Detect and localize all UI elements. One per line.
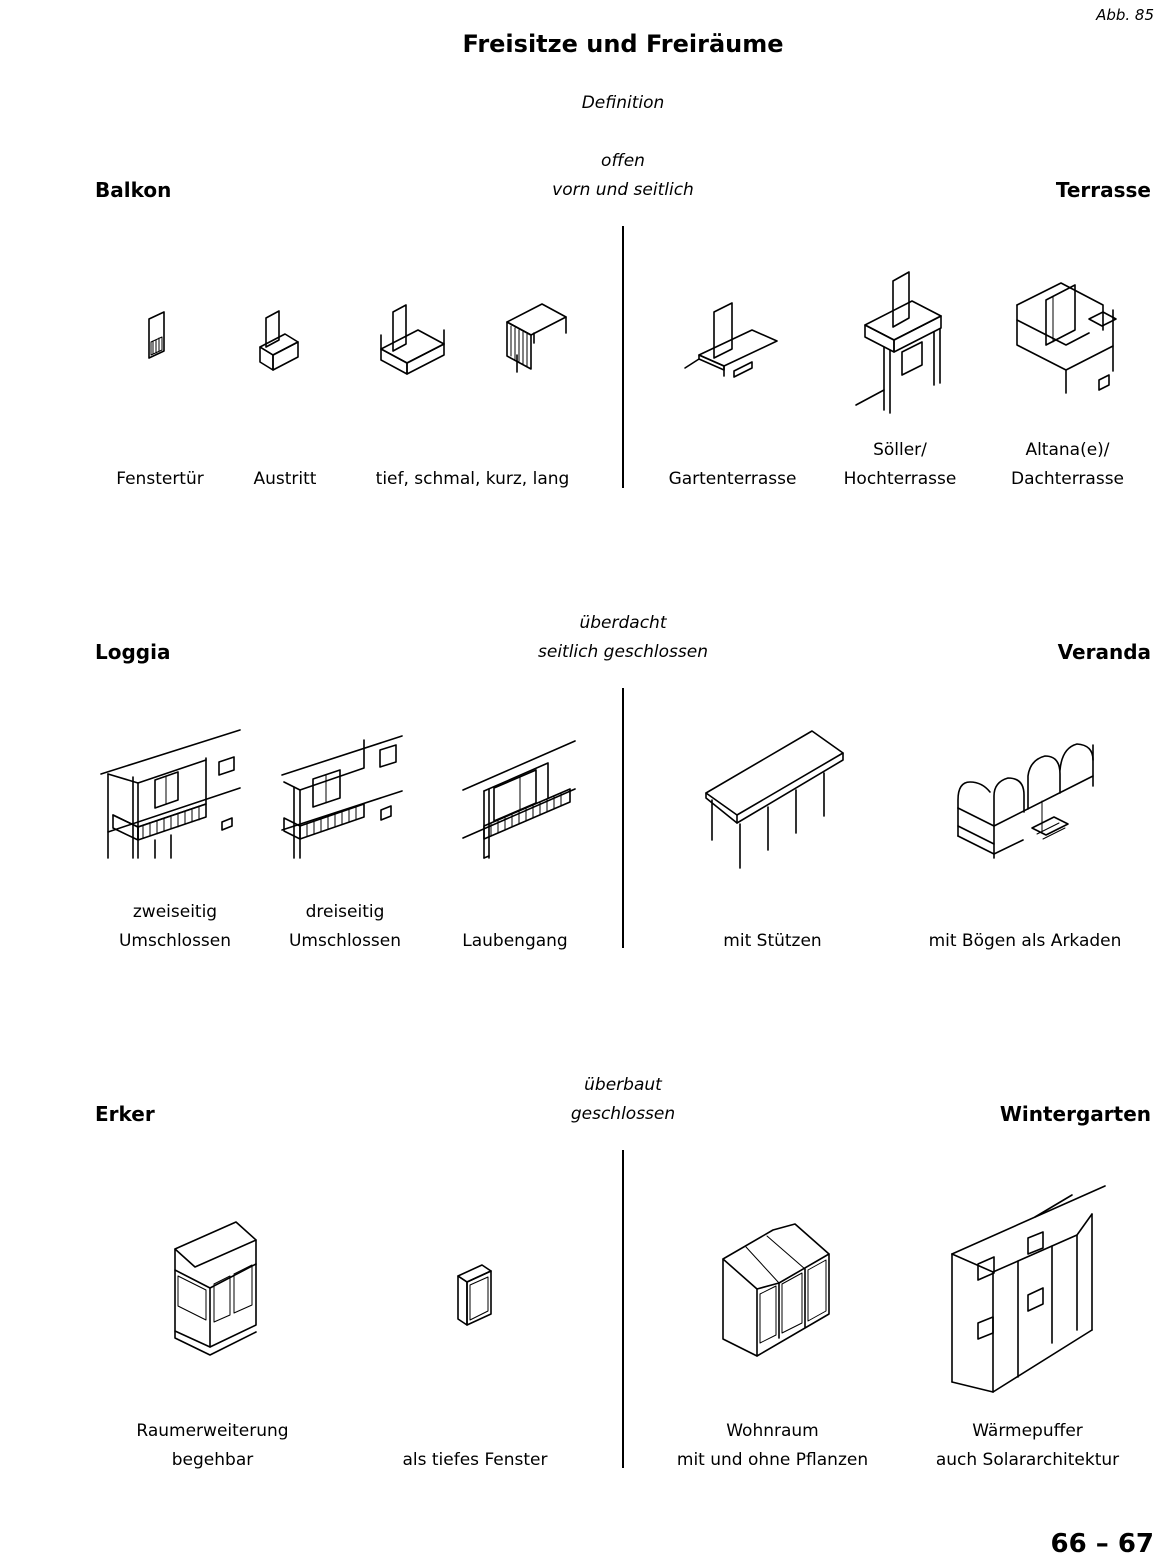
erker-fenster-drawing <box>457 1264 492 1326</box>
caption-gartenterrasse: Gartenterrasse <box>668 469 797 489</box>
figure-number: Abb. 85 <box>1096 6 1154 24</box>
page-title: Freisitze und Freiräume <box>462 30 784 58</box>
austritt-drawing <box>259 310 299 371</box>
balkon-tief-drawing <box>380 304 445 375</box>
balkon-lang-drawing <box>506 303 567 373</box>
term-veranda: Veranda <box>1057 640 1151 664</box>
caption-laubengang: Laubengang <box>462 931 568 951</box>
definition-label: Definition <box>581 93 665 113</box>
veranda-stuetzen-drawing <box>705 730 844 869</box>
term-erker: Erker <box>95 1102 155 1126</box>
term-balkon: Balkon <box>95 178 172 202</box>
section-1-divider <box>622 226 624 488</box>
criterion-line-2: vorn und seitlich <box>552 180 694 200</box>
loggia-dreiseitig-drawing <box>281 735 403 859</box>
caption-fenstertuer: Fenstertür <box>116 469 204 489</box>
criterion-line-1: offen <box>601 151 645 171</box>
section-1-criterion: offen vorn und seitlich <box>0 147 1176 205</box>
term-terrasse: Terrasse <box>1055 178 1151 202</box>
altana-drawing <box>1016 282 1117 394</box>
soeller-drawing <box>855 271 942 414</box>
criterion-line-1: überbaut <box>584 1075 662 1095</box>
gartenterrasse-drawing <box>684 302 778 378</box>
erker-raumerweiterung-drawing <box>174 1221 257 1356</box>
criterion-line-2: seitlich geschlossen <box>538 642 708 662</box>
caption-balkon-sizes: tief, schmal, kurz, lang <box>375 469 570 489</box>
section-2-criterion: überdacht seitlich geschlossen <box>0 609 1176 667</box>
wintergarten-waermepuffer-drawing <box>951 1185 1106 1393</box>
criterion-line-1: überdacht <box>579 613 667 633</box>
laubengang-drawing <box>462 740 576 859</box>
criterion-line-2: geschlossen <box>570 1104 676 1124</box>
page-numbers: 66 – 67 <box>1050 1529 1154 1559</box>
veranda-boegen-drawing <box>957 743 1094 859</box>
caption-austritt: Austritt <box>253 469 317 489</box>
fenstertuer-drawing <box>148 311 165 359</box>
wintergarten-wohnraum-drawing <box>722 1223 830 1357</box>
section-2-divider <box>622 688 624 948</box>
caption-stuetzen: mit Stützen <box>723 931 822 951</box>
section-3-divider <box>622 1150 624 1468</box>
caption-altana: Altana(e)/Dachterrasse <box>1010 440 1125 489</box>
loggia-zweiseitig-drawing <box>100 729 241 859</box>
term-wintergarten: Wintergarten <box>999 1102 1151 1126</box>
term-loggia: Loggia <box>95 640 171 664</box>
caption-boegen: mit Bögen als Arkaden <box>928 931 1122 951</box>
caption-tiefes-fenster: als tiefes Fenster <box>402 1450 548 1470</box>
section-3-criterion: überbaut geschlossen <box>0 1071 1176 1129</box>
caption-soeller: Söller/Hochterrasse <box>843 440 957 489</box>
